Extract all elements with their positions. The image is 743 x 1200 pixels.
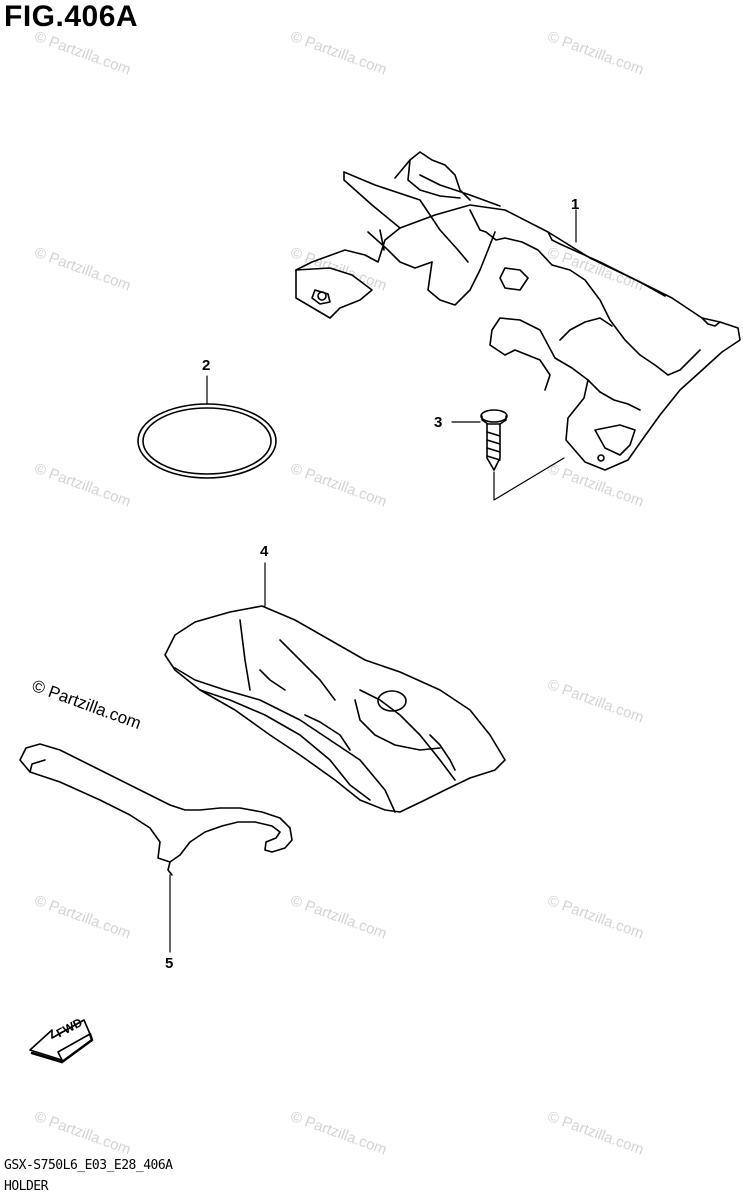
callout-5: 5 <box>165 955 174 972</box>
callout-2: 2 <box>202 357 211 374</box>
figure-title: FIG.406A <box>4 0 139 33</box>
callout-4: 4 <box>260 543 269 560</box>
part-4-tool-bag <box>164 605 506 813</box>
figure-code: GSX-S750L6_E03_E28_406A <box>4 1158 173 1173</box>
part-1-holder-bracket <box>295 151 741 471</box>
part-5-spanner <box>19 743 293 876</box>
figure-name: HOLDER <box>4 1179 48 1194</box>
callout-1: 1 <box>571 196 580 213</box>
part-2-o-ring <box>137 403 277 479</box>
part-3-screw <box>480 409 508 471</box>
fwd-arrow-icon <box>29 1019 94 1064</box>
callout-3: 3 <box>434 414 443 431</box>
